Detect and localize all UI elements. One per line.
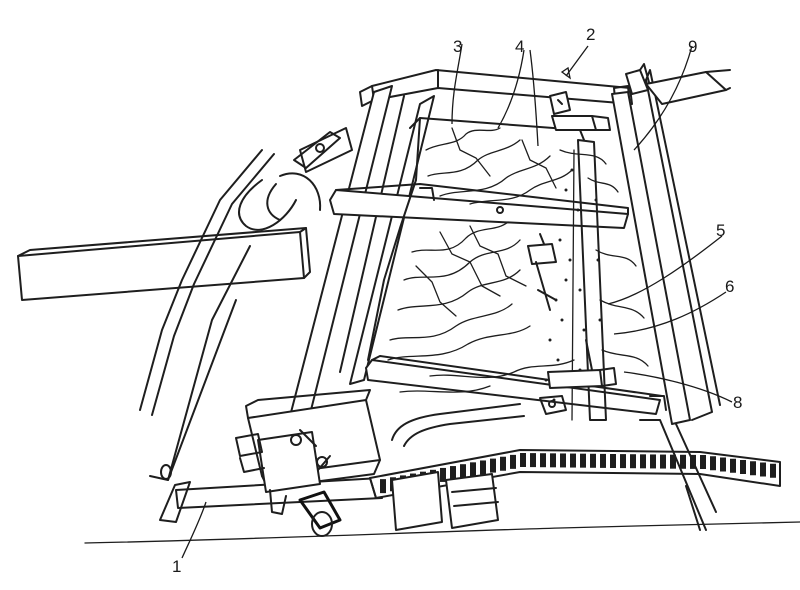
chain-link	[650, 454, 656, 469]
chain-link	[500, 456, 506, 471]
chain-link	[550, 453, 556, 468]
drive-motor-unit	[235, 389, 381, 537]
gearbox	[391, 403, 525, 531]
chain-link	[440, 467, 446, 482]
chain-link	[460, 464, 466, 479]
chain-link	[590, 453, 596, 468]
chain-link	[530, 453, 536, 468]
chain-link	[570, 453, 576, 468]
ground-line	[84, 521, 800, 544]
sample-surface	[367, 117, 649, 393]
chain-link	[750, 461, 756, 476]
chain-link	[560, 453, 566, 468]
chain-link	[470, 462, 476, 477]
chain-link	[660, 454, 666, 469]
chain-link	[610, 454, 616, 468]
chain-link	[700, 455, 706, 469]
label-2: 2	[586, 25, 595, 44]
chain-link	[730, 458, 736, 473]
chain-link	[510, 454, 516, 469]
left-outrigger-beam	[17, 227, 311, 301]
chain-link	[480, 460, 486, 475]
chain-link	[620, 454, 626, 469]
chain-link	[680, 454, 686, 469]
label-8: 8	[733, 393, 742, 412]
label-4: 4	[515, 37, 524, 56]
chain-link	[540, 453, 546, 468]
cutter-channel	[527, 91, 617, 421]
chain-link	[670, 454, 676, 469]
rear-support-post	[238, 127, 353, 231]
chain-link	[740, 460, 746, 474]
chain-link	[380, 479, 386, 494]
label-5: 5	[716, 221, 725, 240]
right-support	[639, 419, 717, 531]
chain-link	[580, 453, 586, 468]
chain-link	[640, 454, 646, 469]
chain-link	[520, 453, 526, 467]
label-3: 3	[453, 37, 462, 56]
chain-link	[490, 458, 496, 473]
chain-link	[450, 466, 456, 481]
chain-link	[600, 453, 606, 468]
chain-link	[710, 456, 716, 471]
label-leaders	[181, 43, 733, 559]
label-1: 1	[172, 557, 181, 576]
label-9: 9	[688, 37, 697, 56]
chain-link	[760, 462, 766, 477]
label-6: 6	[725, 277, 734, 296]
chain-link	[770, 463, 776, 478]
main-frame	[273, 63, 731, 479]
chain-link	[720, 457, 726, 472]
chain-link	[630, 454, 636, 469]
